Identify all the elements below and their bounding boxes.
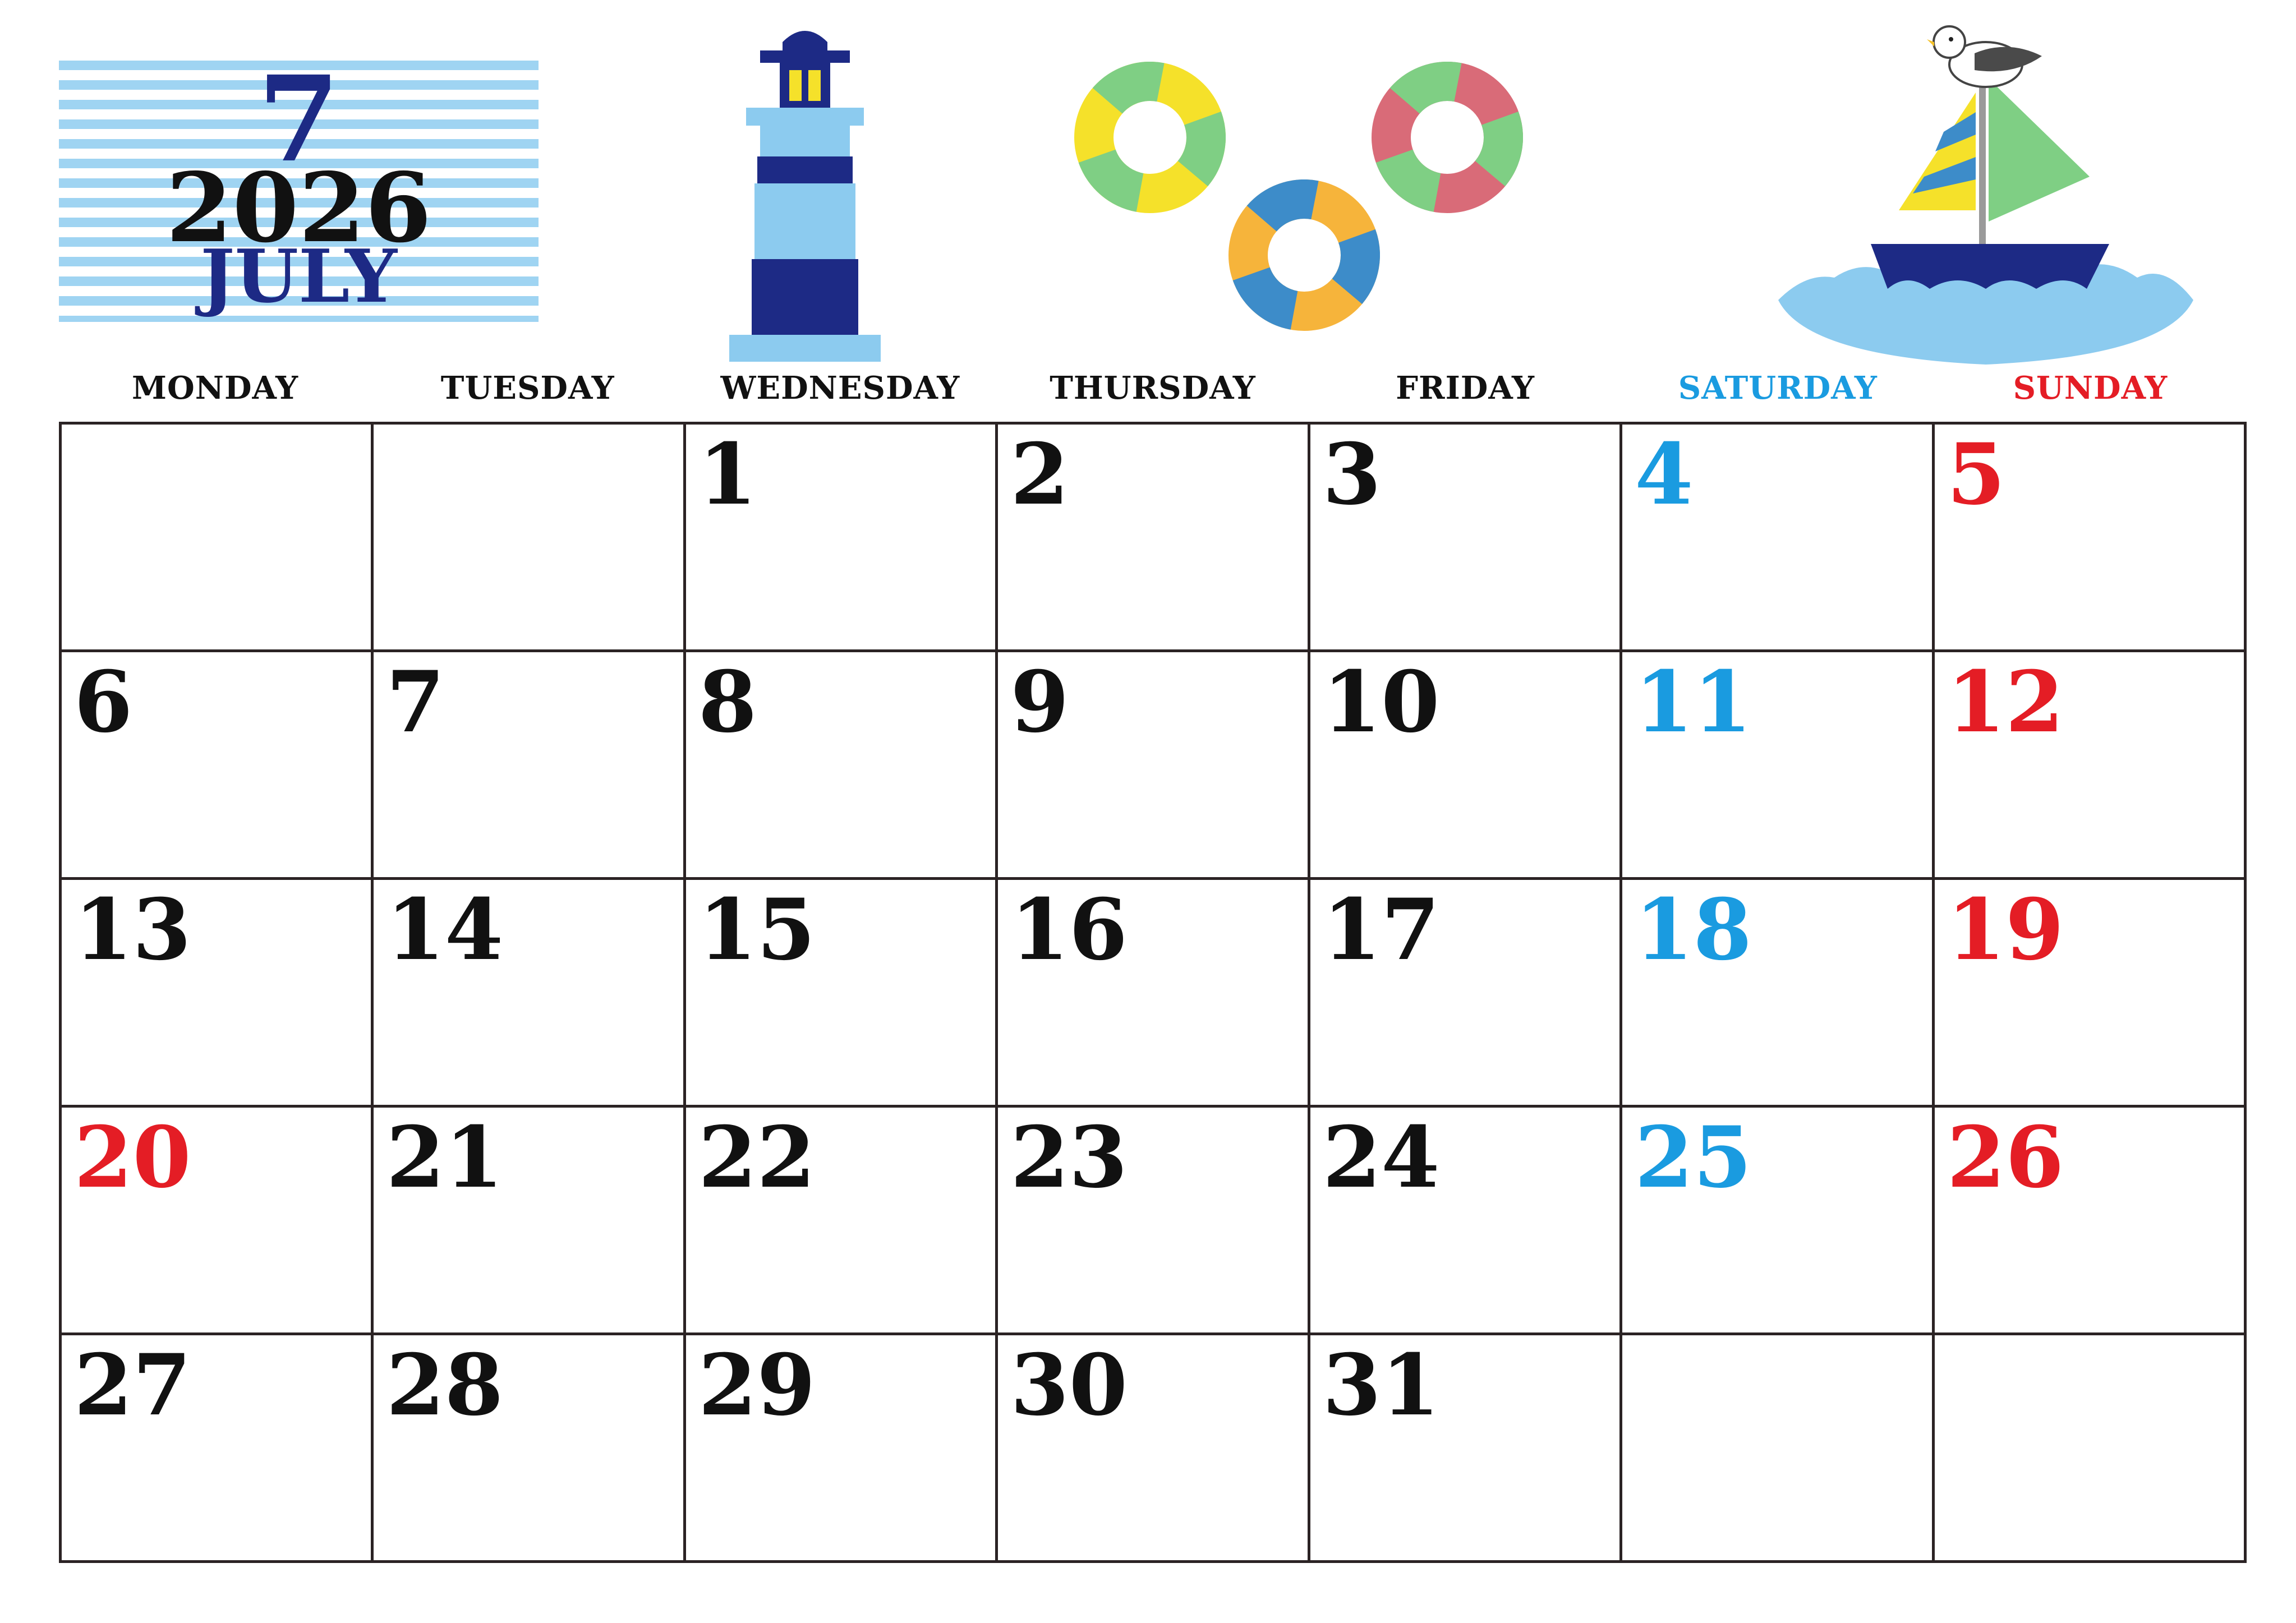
day-number: 24	[1322, 1108, 1440, 1207]
day-cell: 2	[998, 425, 1310, 652]
swim-ring-icon	[1228, 179, 1380, 331]
day-cell: 17	[1310, 880, 1623, 1108]
day-number: 4	[1635, 425, 1694, 524]
day-number: 18	[1635, 880, 1752, 979]
day-cell-sunday: 19	[1934, 880, 2247, 1108]
day-number: 29	[698, 1336, 816, 1435]
year-label: 2026	[165, 152, 432, 264]
day-cell-sunday: 5	[1934, 425, 2247, 652]
day-cell-holiday: 20	[62, 1108, 374, 1335]
day-number: 15	[698, 880, 816, 979]
day-cell-saturday: 4	[1622, 425, 1935, 652]
day-number: 3	[1322, 425, 1382, 524]
sailboat-icon	[1778, 25, 2193, 365]
day-number: 28	[386, 1336, 504, 1435]
weekday-header: MONDAY TUESDAY WEDNESDAY THURSDAY FRIDAY…	[59, 366, 2247, 411]
day-number: 22	[698, 1108, 816, 1207]
day-number: 23	[1010, 1108, 1128, 1207]
wave-icon	[1778, 264, 2193, 365]
day-cell: 23	[998, 1108, 1310, 1335]
day-cell: 14	[374, 880, 686, 1108]
day-number: 1	[698, 425, 757, 524]
day-number: 30	[1010, 1336, 1128, 1435]
calendar-grid: 1 2 3 4 5 6 7 8 9 10 11 12 13 14 15 16 1…	[59, 422, 2247, 1563]
day-number: 13	[74, 880, 191, 979]
day-number: 5	[1947, 425, 2005, 524]
day-cell-saturday	[1622, 1335, 1935, 1563]
day-number: 20	[74, 1108, 191, 1207]
weekday-friday: FRIDAY	[1396, 370, 1535, 407]
day-cell-sunday	[1934, 1335, 2247, 1563]
weekday-saturday: SATURDAY	[1678, 370, 1878, 407]
lighthouse-icon	[729, 31, 881, 362]
day-cell: 9	[998, 652, 1310, 880]
month-name: JULY	[200, 233, 397, 319]
day-cell: 3	[1310, 425, 1623, 652]
day-number: 21	[386, 1108, 504, 1207]
day-number: 26	[1947, 1108, 2064, 1207]
day-cell: 27	[62, 1335, 374, 1563]
day-number: 31	[1322, 1336, 1440, 1435]
day-cell: 31	[1310, 1335, 1623, 1563]
day-cell: 29	[685, 1335, 999, 1563]
weekday-sunday: SUNDAY	[2013, 370, 2168, 407]
swim-ring-icon	[1372, 62, 1523, 213]
month-number: 7	[257, 50, 340, 188]
swim-ring-icon	[1074, 62, 1226, 213]
day-number: 12	[1947, 653, 2064, 751]
day-number: 17	[1322, 880, 1440, 979]
day-cell: 8	[685, 652, 999, 880]
day-number: 11	[1635, 653, 1752, 751]
day-cell: 13	[62, 880, 374, 1108]
day-number: 2	[1010, 425, 1069, 524]
day-cell: 30	[998, 1335, 1310, 1563]
day-cell-saturday: 11	[1622, 652, 1935, 880]
day-number: 19	[1947, 880, 2064, 979]
day-cell: 21	[374, 1108, 686, 1335]
day-number: 8	[698, 653, 757, 751]
day-cell-sunday: 12	[1934, 652, 2247, 880]
day-cell	[374, 425, 686, 652]
day-cell: 7	[374, 652, 686, 880]
day-number: 10	[1322, 653, 1440, 751]
day-cell-saturday: 25	[1622, 1108, 1935, 1335]
day-cell-sunday: 26	[1934, 1108, 2247, 1335]
day-number: 27	[74, 1336, 191, 1435]
day-number: 25	[1635, 1108, 1752, 1207]
weekday-tuesday: TUESDAY	[440, 370, 615, 407]
day-cell: 15	[685, 880, 999, 1108]
weekday-wednesday: WEDNESDAY	[720, 370, 960, 407]
day-cell-saturday: 18	[1622, 880, 1935, 1108]
day-cell: 10	[1310, 652, 1623, 880]
weekday-thursday: THURSDAY	[1050, 370, 1256, 407]
day-number: 6	[74, 653, 133, 751]
day-cell: 6	[62, 652, 374, 880]
day-number: 9	[1010, 653, 1069, 751]
weekday-monday: MONDAY	[131, 370, 299, 407]
day-cell	[62, 425, 374, 652]
seagull-icon	[1927, 25, 2042, 88]
month-title-block: 7 2026 JULY	[59, 61, 539, 322]
day-cell: 1	[685, 425, 999, 652]
day-cell: 16	[998, 880, 1310, 1108]
day-cell: 24	[1310, 1108, 1623, 1335]
day-cell: 28	[374, 1335, 686, 1563]
day-number: 16	[1010, 880, 1128, 979]
day-cell: 22	[685, 1108, 999, 1335]
day-number: 7	[386, 653, 445, 751]
day-number: 14	[386, 880, 504, 979]
